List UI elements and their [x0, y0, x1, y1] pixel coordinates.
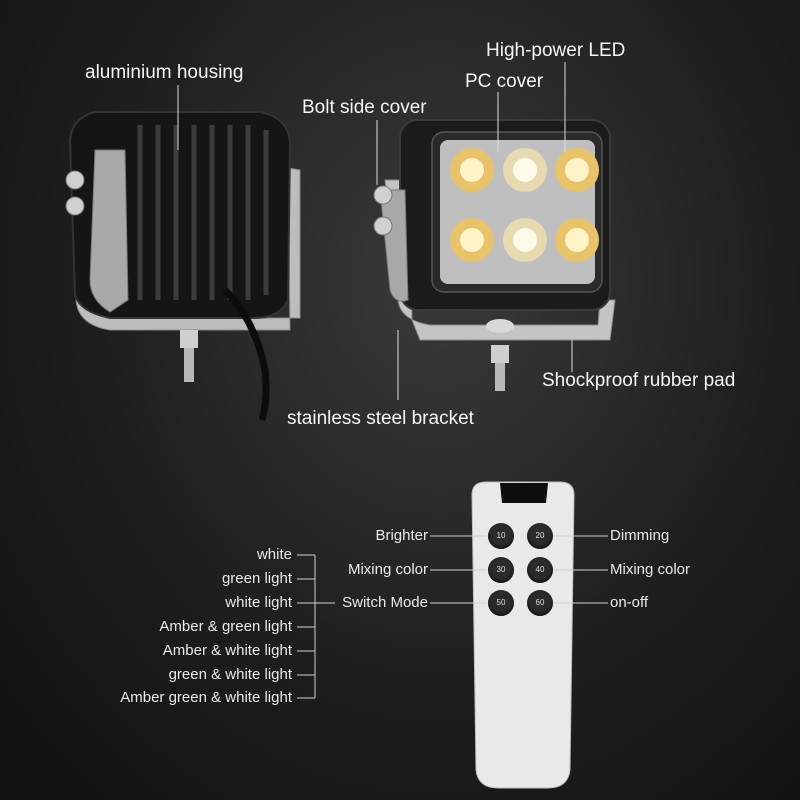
mode-item: green light [221, 570, 292, 587]
rear-lamp-illustration [65, 111, 301, 422]
remote-label-switch-mode: Switch Mode [342, 594, 428, 611]
label-bolt-side-cover: Bolt side cover [302, 97, 427, 118]
remote-label-brighter: Brighter [375, 527, 428, 544]
remote-label-mixing-color-left: Mixing color [347, 561, 428, 578]
label-shockproof-rubber-pad: Shockproof rubber pad [542, 370, 736, 391]
mode-item: white light [225, 594, 292, 611]
remote-button-40: 40 [527, 557, 553, 583]
mode-item: Amber & white light [162, 642, 292, 659]
mode-item: Amber & green light [159, 618, 292, 635]
label-aluminium-housing: aluminium housing [85, 62, 244, 83]
remote-label-dimming: Dimming [610, 527, 670, 544]
remote-button-60: 60 [527, 590, 553, 616]
mode-item: green & white light [168, 666, 292, 683]
remote-illustration [471, 481, 575, 789]
label-pc-cover: PC cover [465, 71, 544, 92]
label-stainless-steel-bracket: stainless steel bracket [287, 408, 474, 429]
front-lamp-illustration [373, 119, 616, 391]
remote-button-30: 30 [488, 557, 514, 583]
remote-label-mixing-color-right: Mixing color [610, 561, 691, 578]
mode-item: Amber green & white light [120, 689, 292, 706]
label-high-power-led: High-power LED [486, 40, 626, 61]
remote-button-50: 50 [488, 590, 514, 616]
remote-button-20: 20 [527, 523, 553, 549]
remote-button-10: 10 [488, 523, 514, 549]
remote-label-on-off: on-off [610, 594, 649, 611]
mode-item: white [256, 546, 292, 563]
